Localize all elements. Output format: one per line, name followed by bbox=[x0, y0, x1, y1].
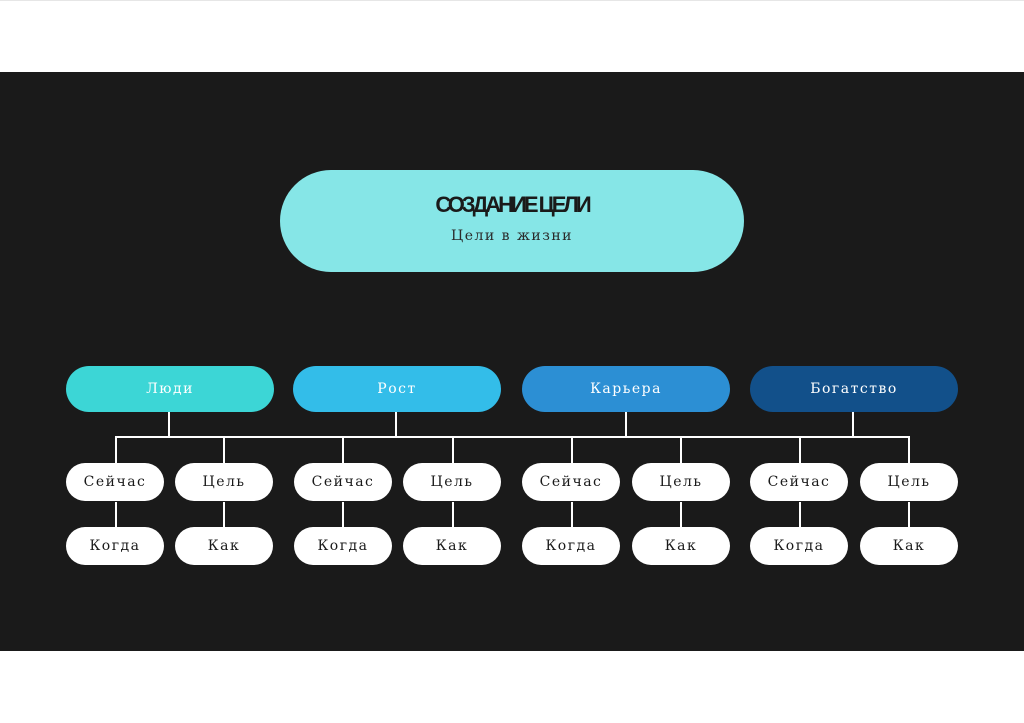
connector-v-4b bbox=[908, 502, 910, 527]
leaf-now-wealth: Сейчас bbox=[750, 463, 848, 501]
leaf-goal-people: Цель bbox=[175, 463, 273, 501]
connector-category-3 bbox=[625, 412, 627, 437]
leaf-goal-growth: Цель bbox=[403, 463, 501, 501]
connector-category-2 bbox=[395, 412, 397, 437]
leaf-goal-wealth: Цель bbox=[860, 463, 958, 501]
category-growth: Рост bbox=[293, 366, 501, 412]
connector-drop-1b bbox=[223, 436, 225, 464]
connector-v-3b bbox=[680, 502, 682, 527]
connector-v-2a bbox=[342, 502, 344, 527]
diagram-subtitle: Цели в жизни bbox=[450, 228, 573, 244]
leaf-when-people: Когда bbox=[66, 527, 164, 565]
connector-drop-2a bbox=[342, 436, 344, 464]
connector-v-4a bbox=[799, 502, 801, 527]
page-top-border bbox=[0, 0, 1024, 1]
connector-drop-3b bbox=[680, 436, 682, 464]
connector-v-3a bbox=[571, 502, 573, 527]
leaf-how-growth: Как bbox=[403, 527, 501, 565]
connector-category-1 bbox=[168, 412, 170, 437]
connector-v-1b bbox=[223, 502, 225, 527]
leaf-when-career: Когда bbox=[522, 527, 620, 565]
connector-drop-3a bbox=[571, 436, 573, 464]
connector-drop-4b bbox=[908, 436, 910, 464]
connector-v-2b bbox=[452, 502, 454, 527]
leaf-now-growth: Сейчас bbox=[294, 463, 392, 501]
leaf-how-wealth: Как bbox=[860, 527, 958, 565]
leaf-now-people: Сейчас bbox=[66, 463, 164, 501]
title-box: СОЗДАНИЕ ЦЕЛИ Цели в жизни bbox=[280, 170, 744, 272]
connector-drop-4a bbox=[799, 436, 801, 464]
connector-drop-1a bbox=[115, 436, 117, 464]
leaf-now-career: Сейчас bbox=[522, 463, 620, 501]
leaf-how-career: Как bbox=[632, 527, 730, 565]
leaf-how-people: Как bbox=[175, 527, 273, 565]
diagram-title: СОЗДАНИЕ ЦЕЛИ bbox=[435, 192, 591, 217]
leaf-when-growth: Когда bbox=[294, 527, 392, 565]
connector-v-1a bbox=[115, 502, 117, 527]
category-wealth: Богатство bbox=[750, 366, 958, 412]
diagram-slide: СОЗДАНИЕ ЦЕЛИ Цели в жизни Люди Рост Кар… bbox=[0, 72, 1024, 651]
leaf-when-wealth: Когда bbox=[750, 527, 848, 565]
connector-horizontal bbox=[115, 436, 910, 438]
category-people: Люди bbox=[66, 366, 274, 412]
connector-drop-2b bbox=[452, 436, 454, 464]
connector-category-4 bbox=[852, 412, 854, 437]
leaf-goal-career: Цель bbox=[632, 463, 730, 501]
category-career: Карьера bbox=[522, 366, 730, 412]
